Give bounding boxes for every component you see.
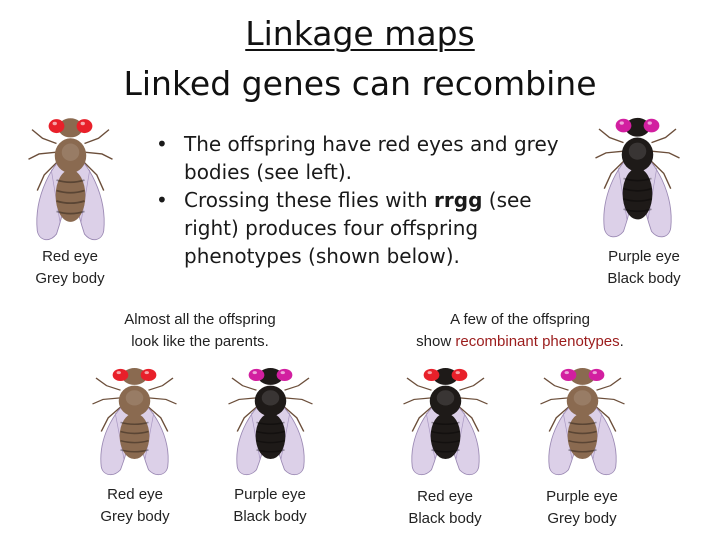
genotype-rrgg: rrgg: [434, 188, 483, 212]
bullet-text-2b: (see right) produces four offspring phen…: [184, 188, 532, 268]
fly-offspring-1: [82, 352, 187, 482]
caption-recombinant-before: show: [416, 333, 456, 350]
caption-recombinant: A few of the offspring show recombinant …: [380, 309, 660, 353]
label-offspring-1: Red eye Grey body: [75, 484, 195, 528]
label-offspring-1-line2: Grey body: [100, 508, 170, 525]
label-offspring-2-line2: Black body: [233, 508, 307, 525]
caption-parental-line1: Almost all the offspring: [124, 311, 276, 328]
caption-parental-line2: look like the parents.: [131, 333, 269, 350]
caption-parental: Almost all the offspring look like the p…: [100, 309, 300, 353]
recombinant-highlight: recombinant phenotypes: [455, 333, 620, 350]
label-parent-left: Red eye Grey body: [10, 246, 130, 290]
label-offspring-3-line1: Red eye: [417, 488, 473, 505]
fly-offspring-2: [218, 352, 323, 482]
title-line-2: Linked genes can recombine: [123, 64, 597, 103]
bullet-item-1: The offspring have red eyes and grey bod…: [150, 130, 590, 186]
label-offspring-3: Red eye Black body: [385, 486, 505, 530]
label-offspring-4: Purple eye Grey body: [522, 486, 642, 530]
label-offspring-2-line1: Purple eye: [234, 486, 306, 503]
fly-parent-left: [18, 100, 123, 248]
caption-recombinant-after: .: [619, 333, 624, 350]
label-offspring-4-line2: Grey body: [547, 510, 617, 527]
label-parent-right-line1: Purple eye: [608, 248, 680, 265]
label-parent-left-line2: Grey body: [35, 270, 105, 287]
fly-offspring-3: [393, 352, 498, 482]
caption-recombinant-line1: A few of the offspring: [450, 311, 590, 328]
label-parent-right: Purple eye Black body: [585, 246, 703, 290]
bullet-text-1: The offspring have red eyes and grey bod…: [184, 132, 559, 184]
label-offspring-4-line1: Purple eye: [546, 488, 618, 505]
bullet-item-2: Crossing these flies with rrgg (see righ…: [150, 186, 590, 270]
label-parent-right-line2: Black body: [607, 270, 681, 287]
bullet-list: The offspring have red eyes and grey bod…: [150, 130, 590, 270]
bullet-text-2a: Crossing these flies with: [184, 188, 435, 212]
label-offspring-1-line1: Red eye: [107, 486, 163, 503]
label-offspring-3-line2: Black body: [408, 510, 482, 527]
title-line-1: Linkage maps: [245, 14, 475, 53]
caption-recombinant-line2: show recombinant phenotypes.: [380, 331, 660, 353]
label-offspring-2: Purple eye Black body: [210, 484, 330, 528]
label-parent-left-line1: Red eye: [42, 248, 98, 265]
fly-offspring-4: [530, 352, 635, 482]
fly-parent-right: [585, 100, 690, 245]
